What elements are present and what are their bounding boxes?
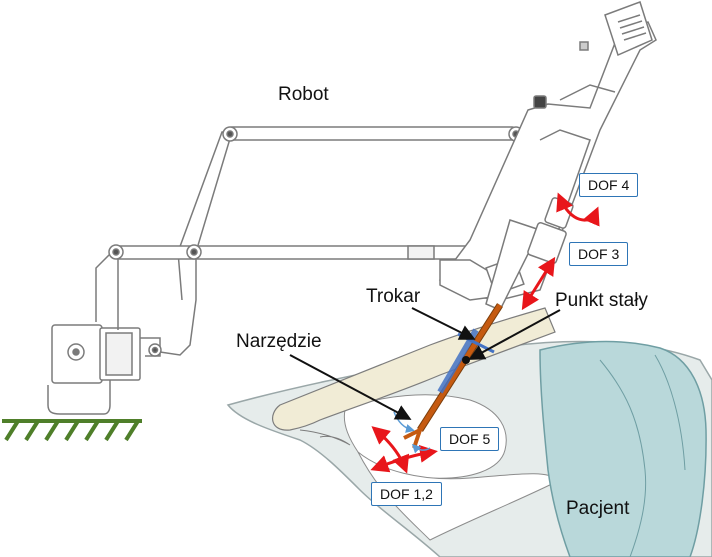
organ (539, 340, 707, 557)
fixed-point-label: Punkt stały (555, 290, 648, 311)
dof5-badge: DOF 5 (440, 427, 500, 451)
tool-label: Narzędzie (236, 331, 322, 352)
dof4-badge: DOF 4 (579, 173, 639, 197)
leader-lines (289, 307, 561, 420)
wall-edge-lower (299, 429, 351, 446)
dof-arrows (370, 192, 600, 474)
abdominal-wall (272, 307, 556, 431)
fixed-point (462, 356, 470, 364)
trokar-label: Trokar (366, 286, 421, 307)
patient-label: Pacjent (566, 498, 630, 519)
dof3-badge: DOF 3 (569, 242, 629, 266)
ground (2, 419, 142, 442)
dof12-badge: DOF 1,2 (371, 482, 442, 506)
robot-label: Robot (278, 84, 329, 105)
